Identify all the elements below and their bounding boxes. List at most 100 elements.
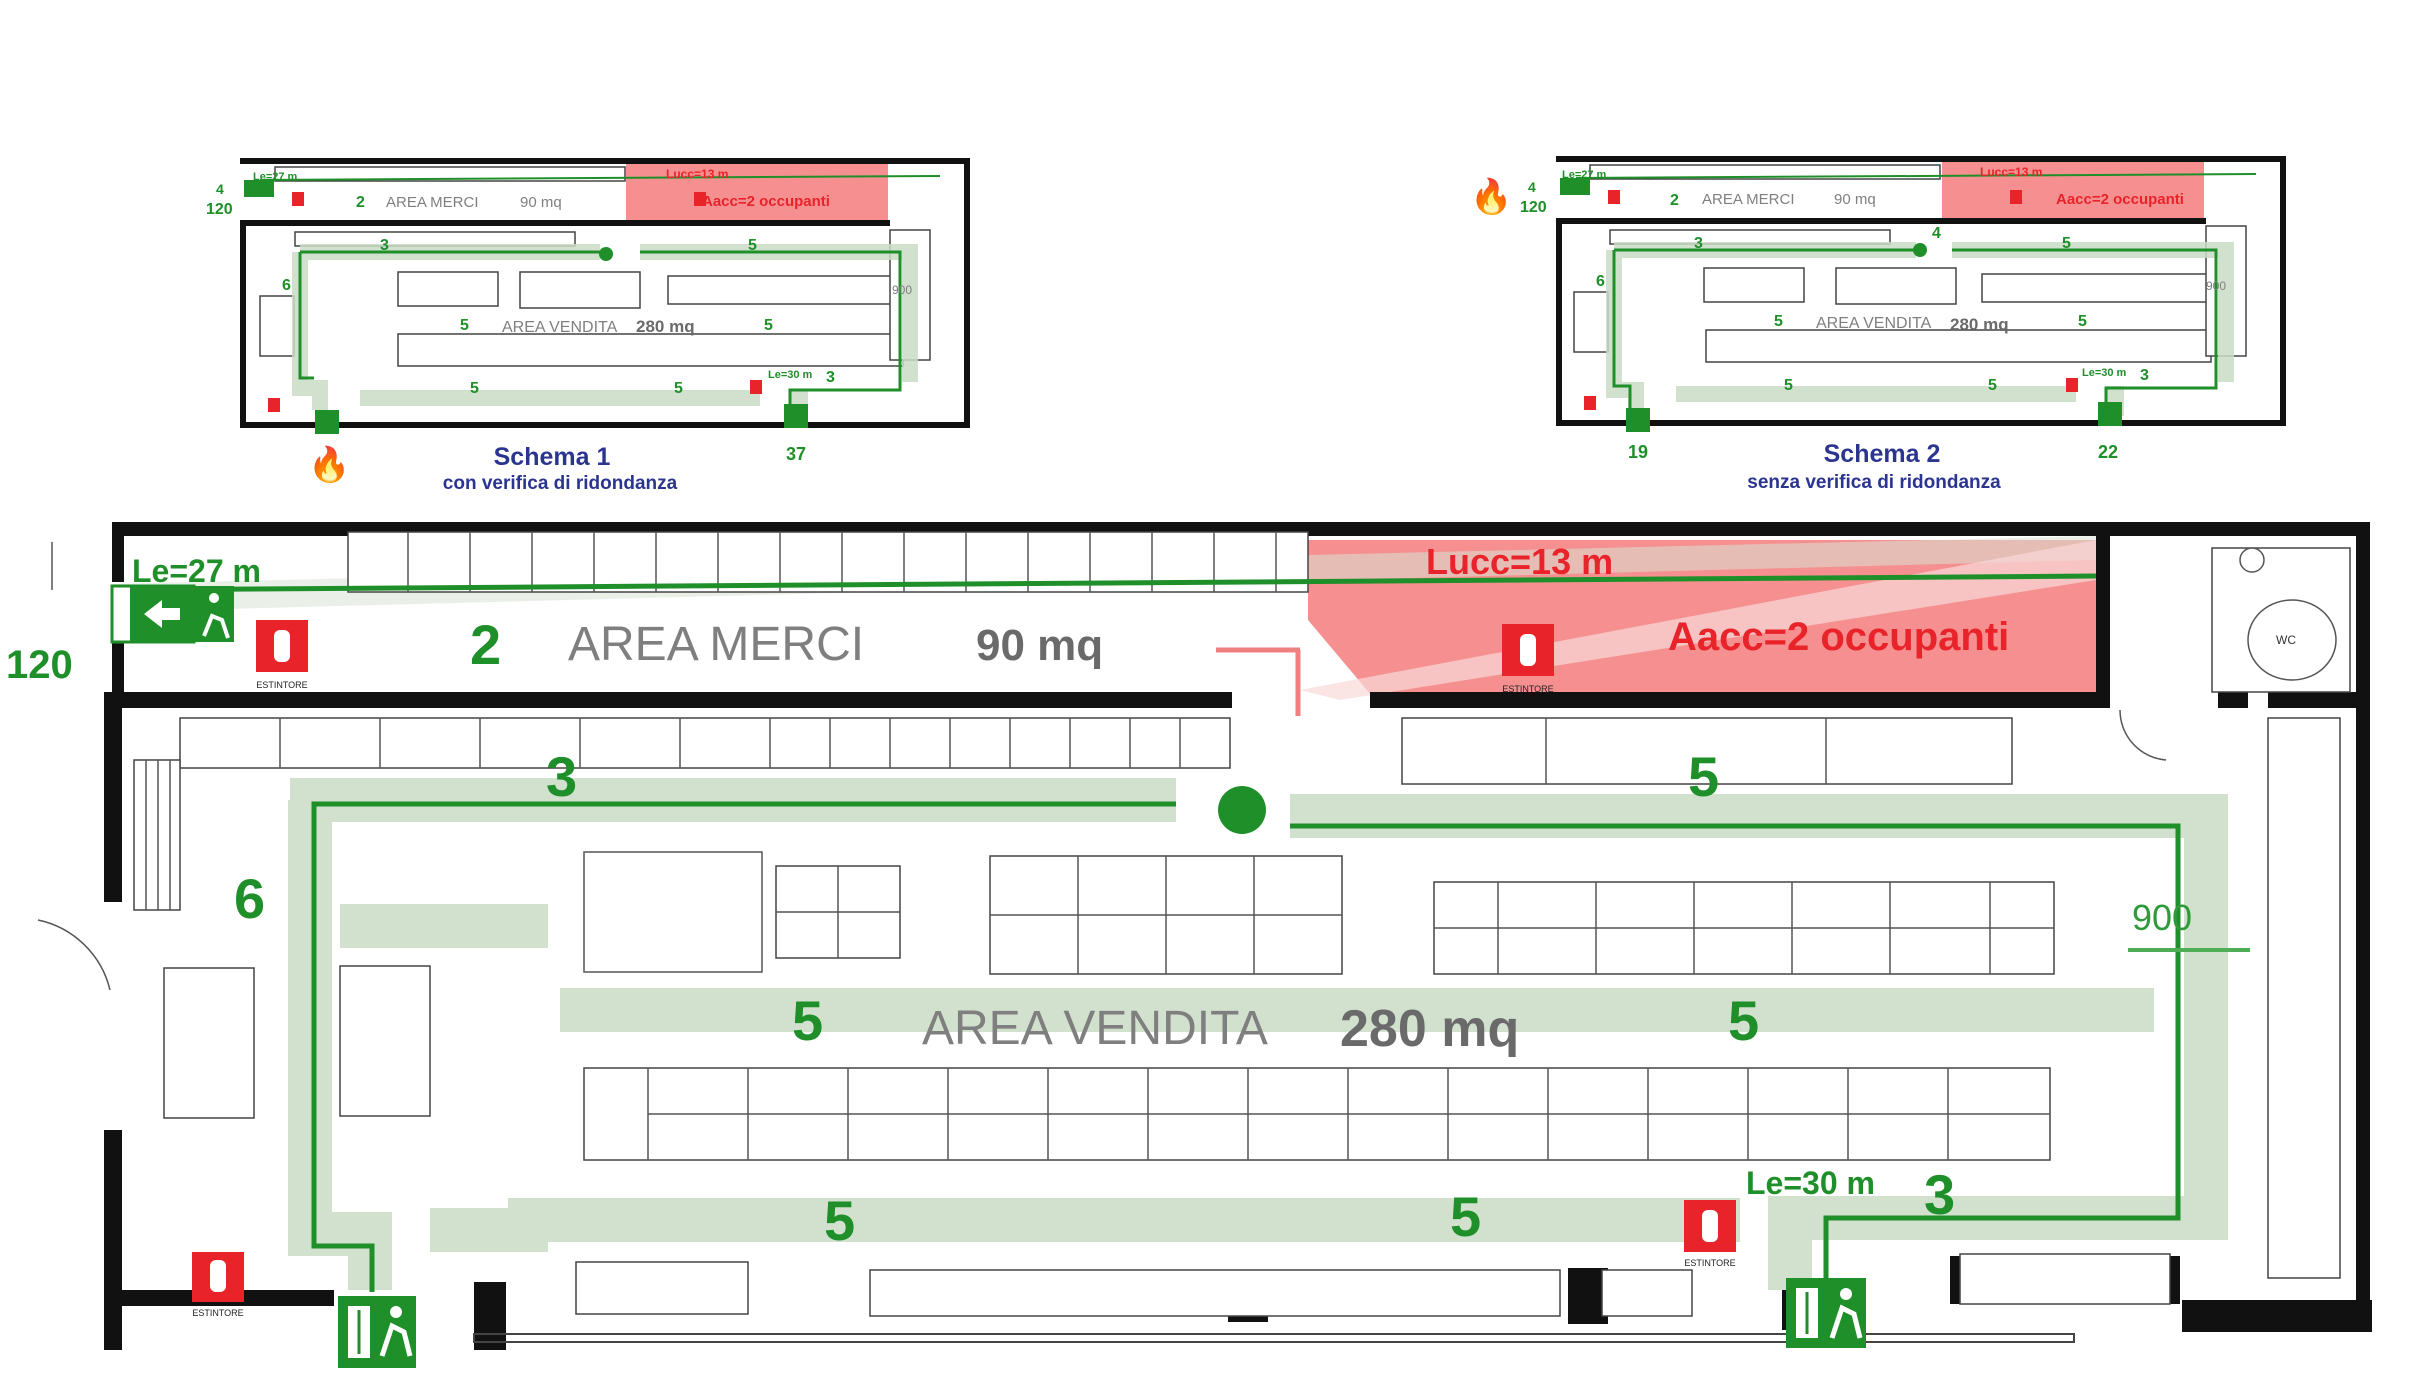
svg-text:ESTINTORE: ESTINTORE — [1684, 1258, 1735, 1268]
exit-sign-top-left-icon — [110, 584, 234, 644]
area-merci-label: AREA MERCI — [568, 618, 864, 671]
schema-2-fire-icon: 🔥 — [1470, 177, 1512, 216]
schema-2-le-bottom: Le=30 m — [2082, 367, 2127, 379]
schema-1-number: 6 — [282, 277, 291, 294]
schema-2-exit-right-count: 22 — [2098, 442, 2118, 462]
area-vendita-size: 280 mq — [1340, 1000, 1519, 1058]
schema-2-number: 3 — [1694, 235, 1703, 252]
schema-2-aacc: Aacc=2 occupanti — [2056, 191, 2184, 208]
escape-route-right — [1290, 823, 2181, 1292]
aacc-label: Aacc=2 occupanti — [1668, 615, 2009, 659]
schema-1-subtitle: con verifica di ridondanza — [443, 473, 678, 494]
route-number: 5 — [792, 989, 823, 1052]
schema-2-extinguisher-icon — [1608, 190, 1620, 204]
route-number: 2 — [470, 613, 501, 676]
route-number: 3 — [1924, 1163, 1955, 1226]
schema-2-exit-sign-bottom-right-icon — [2098, 402, 2122, 426]
schema-2-area-merci: AREA MERCI — [1702, 191, 1795, 208]
dimension-label: 900 — [2132, 897, 2192, 938]
schema-2-danger-zone — [1942, 162, 2204, 218]
extinguisher-icon: ESTINTORE — [256, 620, 308, 690]
schema-1-left-bottom: 120 — [206, 201, 233, 218]
schema-1-assembly-point — [599, 247, 613, 261]
schema-1-area-vendita: AREA VENDITA — [502, 319, 618, 336]
schema-1-plan: 🔥 Le=27 m Lucc=13 m Aacc=2 occupanti ARE… — [206, 158, 970, 494]
schema-1-exit-sign-bottom-right-icon — [784, 404, 808, 428]
extinguisher-icon: ESTINTORE — [1684, 1200, 1736, 1268]
schema-1-aacc: Aacc=2 occupanti — [702, 193, 830, 210]
schema-1-extinguisher-icon — [694, 192, 706, 206]
schema-2-le-top: Le=27 m — [1562, 169, 1607, 181]
schema-1-le-bottom: Le=30 m — [768, 369, 813, 381]
schema-1-number: 5 — [764, 317, 773, 334]
schema-2-number: 5 — [2062, 235, 2071, 252]
route-number: 5 — [824, 1189, 855, 1252]
left-occupants-count: 120 — [6, 643, 73, 687]
schema-1-fire-icon: 🔥 — [308, 445, 350, 484]
wc-label: WC — [2276, 633, 2296, 647]
extinguisher-icon: ESTINTORE — [1502, 624, 1554, 694]
schema-2-number: 5 — [1784, 377, 1793, 394]
le-top-label: Le=27 m — [132, 553, 261, 589]
schema-1-le-top: Le=27 m — [253, 171, 298, 183]
schema-2-area-vendita-size: 280 mq — [1950, 315, 2009, 334]
schema-2-exit-sign-bottom-left-icon — [1626, 408, 1650, 432]
schema-2-plan: 🔥 Le=27 m Lucc=13 m Aacc=2 occupanti ARE… — [1470, 156, 2286, 493]
schema-2-number: 5 — [2078, 313, 2087, 330]
wall-divider — [112, 692, 1232, 708]
schema-2-exit-sign-left-icon — [1560, 178, 1590, 195]
schema-2-exit-left-count: 19 — [1628, 442, 1648, 462]
schema-1-number: 2 — [356, 194, 365, 211]
schema-2-number: 4 — [1932, 225, 1941, 242]
schema-1-number: 5 — [470, 380, 479, 397]
wall-right — [2356, 522, 2370, 1332]
schema-1-number: 5 — [748, 237, 757, 254]
route-number: 5 — [1688, 745, 1719, 808]
lucc-label: Lucc=13 m — [1426, 541, 1613, 582]
schema-1-number: 5 — [460, 317, 469, 334]
schema-2-left-bottom: 120 — [1520, 199, 1547, 216]
schema-1-number: 3 — [826, 369, 835, 386]
exit-sign-bottom-right-icon — [1786, 1278, 1866, 1348]
schema-1-danger-zone — [626, 164, 888, 220]
area-vendita-label: AREA VENDITA — [922, 1002, 1268, 1055]
schema-2-number: 5 — [1988, 377, 1997, 394]
escape-route-warehouse — [111, 573, 2097, 593]
escape-route-left — [311, 801, 1176, 1292]
route-number: 6 — [234, 867, 265, 930]
schema-2-extinguisher-icon — [1584, 396, 1596, 410]
route-number: 5 — [1450, 1185, 1481, 1248]
route-number: 5 — [1728, 989, 1759, 1052]
wall-left — [104, 692, 122, 902]
schema-1-area-merci-size: 90 mq — [520, 194, 562, 211]
schema-2-extinguisher-icon — [2010, 190, 2022, 204]
schema-2-left-top: 4 — [1528, 179, 1536, 195]
schema-2-extinguisher-icon — [2066, 378, 2078, 392]
schema-1-number: 3 — [380, 237, 389, 254]
schema-2-number: 5 — [1774, 313, 1783, 330]
schema-2-area-merci-size: 90 mq — [1834, 191, 1876, 208]
schema-1-title: Schema 1 — [494, 443, 611, 471]
schema-2-area-vendita: AREA VENDITA — [1816, 315, 1932, 332]
svg-text:ESTINTORE: ESTINTORE — [256, 680, 307, 690]
schema-1-exit-sign-left-icon — [244, 180, 274, 197]
assembly-point — [1218, 786, 1266, 834]
schema-1-extinguisher-icon — [292, 192, 304, 206]
schema-2-number: 3 — [2140, 367, 2149, 384]
schema-2-subtitle: senza verifica di ridondanza — [1747, 472, 2001, 493]
schema-2-title: Schema 2 — [1824, 440, 1941, 468]
schema-2-number: 2 — [1670, 192, 1679, 209]
schema-1-extinguisher-icon — [750, 380, 762, 394]
schema-1-area-merci: AREA MERCI — [386, 194, 479, 211]
schema-2-number: 6 — [1596, 273, 1605, 290]
schema-1-exit-count: 37 — [786, 444, 806, 464]
schema-1-dim: 900 — [892, 283, 912, 297]
schema-2-assembly-point — [1913, 243, 1927, 257]
schema-2-dim: 900 — [2206, 279, 2226, 293]
schema-1-area-vendita-size: 280 mq — [636, 317, 695, 336]
schema-2-lucc: Lucc=13 m — [1980, 165, 2042, 179]
schema-1-exit-sign-bottom-left-icon — [315, 410, 339, 434]
area-merci-size: 90 mq — [976, 621, 1103, 670]
schema-1-left-top: 4 — [216, 181, 224, 197]
